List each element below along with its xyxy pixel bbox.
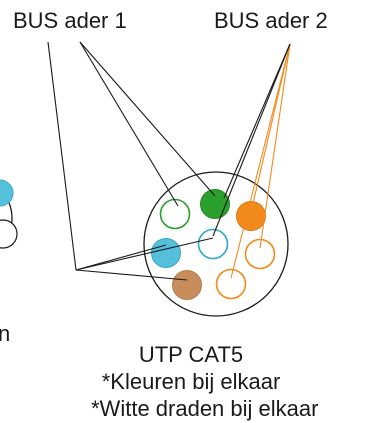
cable-jacket	[143, 171, 289, 317]
fan-line-to-white-blue	[75, 237, 214, 271]
bus-wire-2-label: BUS ader 2	[214, 8, 328, 33]
wire-brown	[172, 270, 202, 300]
wire-green	[200, 189, 230, 219]
bus-2-line-to-white-orange-1	[259, 43, 291, 249]
bus-2-line-to-green	[223, 43, 291, 199]
wire-orange	[236, 201, 266, 231]
wire-white-blue	[197, 228, 229, 260]
bus-wire-2-leader-lines	[230, 43, 291, 279]
bus-2-line-to-white-orange-2	[230, 43, 291, 279]
wire-white-orange-2	[215, 268, 247, 300]
bus-wire-2-black-lines	[212, 43, 291, 237]
fan-line-to-brown	[75, 269, 188, 281]
cut-off-text: n	[0, 321, 11, 346]
bus-1-line-to-white-green	[79, 41, 179, 207]
wire-white-orange-1	[244, 238, 276, 270]
left-cable-blue-wire	[0, 179, 14, 207]
bus-2-line-to-white-blue	[212, 43, 291, 237]
utp-cable-cross-section	[143, 171, 289, 317]
wire-white-green	[159, 198, 191, 230]
caption-line-2: *Kleuren bij elkaar	[101, 369, 281, 394]
left-cable-outer	[0, 188, 13, 248]
caption-line-1: UTP CAT5	[138, 342, 244, 367]
bus-wire-1-leader-lines	[47, 41, 216, 271]
bus-wire-1-label: BUS ader 1	[13, 8, 127, 33]
bus-1-line-to-fanpoint	[47, 41, 77, 271]
bus-1-line-to-green	[79, 41, 216, 197]
caption-line-3: *Witte draden bij elkaar	[91, 396, 319, 421]
wire-blue	[151, 238, 181, 268]
fan-out-lines	[75, 237, 214, 281]
left-cable-white-wire	[0, 219, 18, 249]
fan-line-to-blue	[75, 244, 167, 271]
left-cable-cross-section	[0, 179, 18, 249]
